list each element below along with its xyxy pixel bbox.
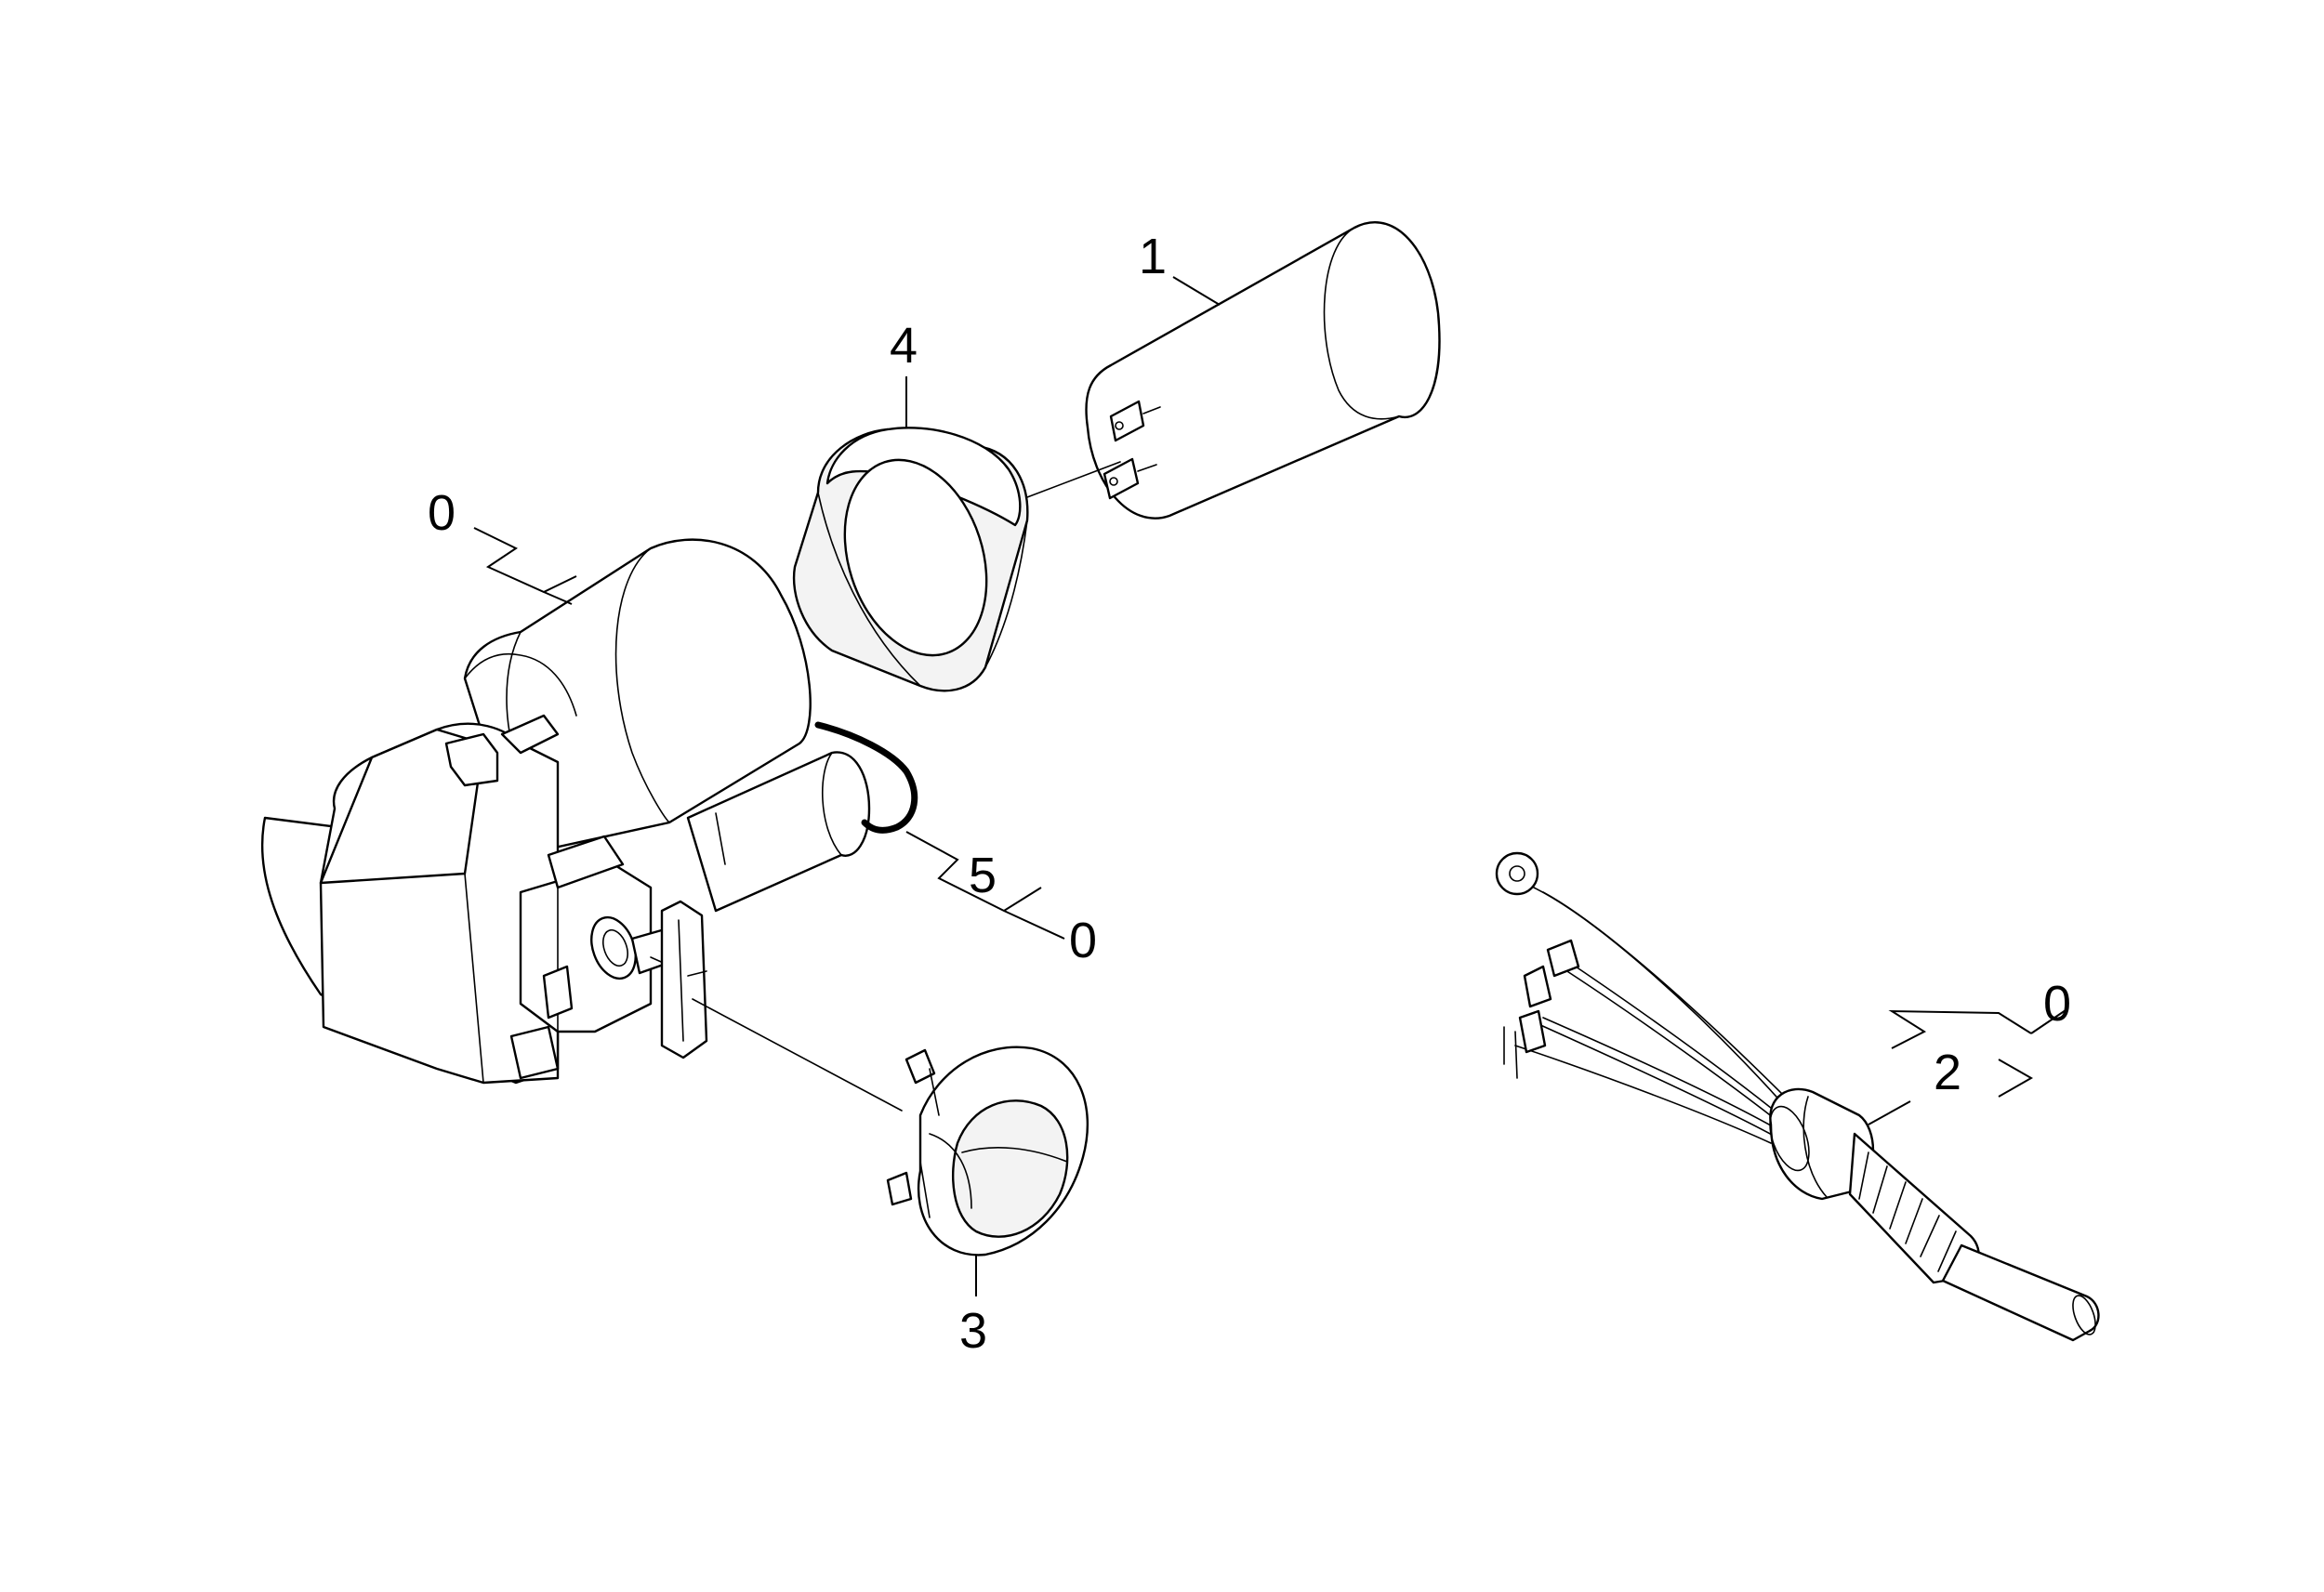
callout-0-cable: 0: [2043, 976, 2071, 1032]
motor-assembly-icon: [260, 538, 871, 1085]
cord-loop-icon: [814, 721, 918, 834]
callout-5: 5: [969, 848, 997, 903]
axis-line-switch: [692, 998, 903, 1112]
leader-line-0-motor: [473, 527, 577, 605]
leader-line-1: [1172, 276, 1221, 306]
callout-0-motor: 0: [428, 485, 456, 541]
clamp-ring-icon: [792, 427, 1029, 692]
leader-line-2: [1868, 1007, 2069, 1125]
callout-3: 3: [959, 1303, 987, 1359]
cable-harness-icon: [1495, 851, 2100, 1342]
callout-2: 2: [1934, 1045, 1961, 1100]
switch-knob-icon: [886, 1046, 1089, 1256]
callout-4: 4: [890, 318, 918, 374]
axis-line-capacitor: [1026, 461, 1121, 498]
capacitor-icon: [1085, 221, 1441, 520]
callout-0-cord: 0: [1069, 913, 1097, 968]
leader-line-5: [905, 831, 1065, 940]
callout-1: 1: [1139, 229, 1167, 284]
